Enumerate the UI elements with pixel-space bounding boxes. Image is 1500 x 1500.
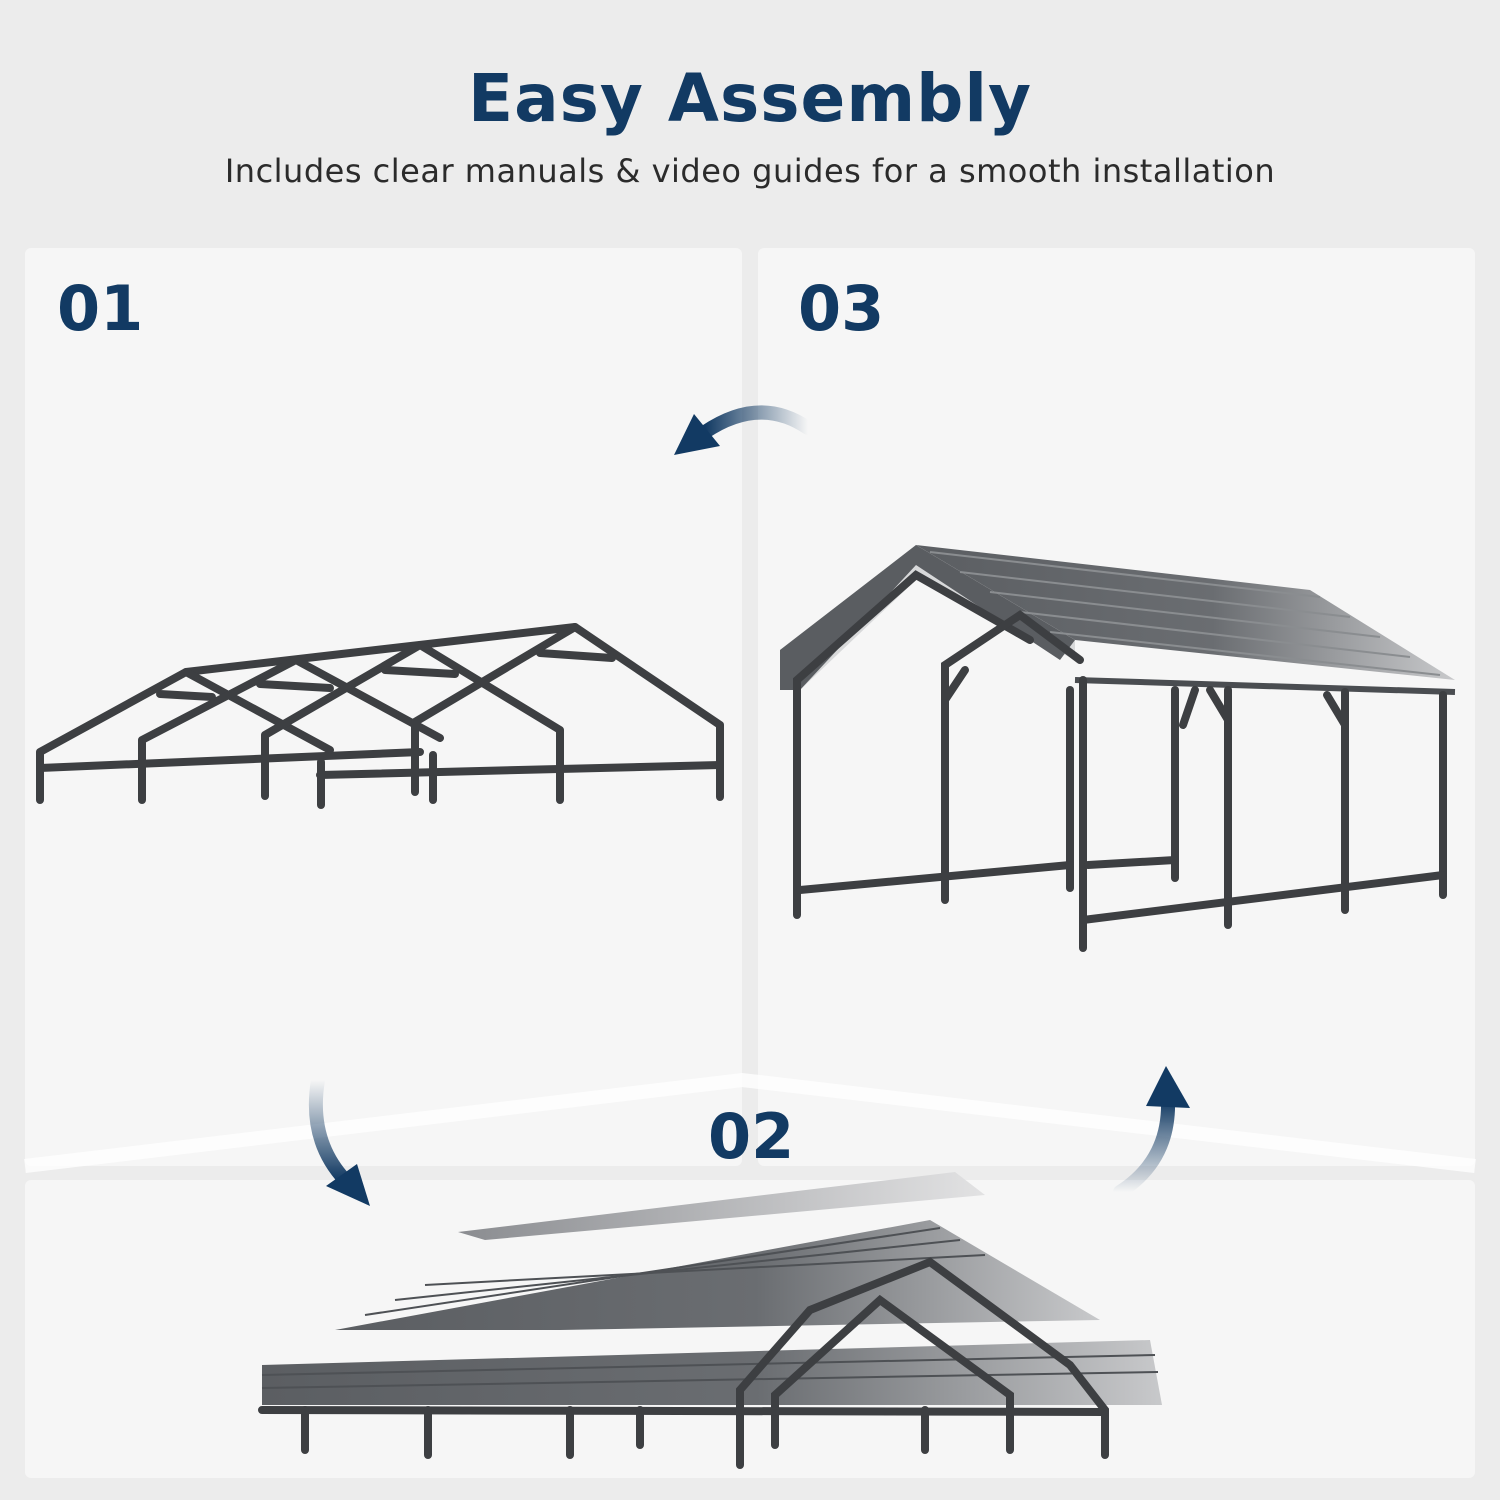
step-panel-3	[758, 248, 1475, 1166]
page-subtitle: Includes clear manuals & video guides fo…	[224, 152, 1276, 190]
curved-arrow-icon	[308, 1073, 370, 1206]
step-number-2: 02	[708, 1100, 795, 1173]
roof-install-illustration	[258, 1172, 1162, 1469]
step-panel-2	[25, 1180, 1475, 1478]
step-number-3: 03	[798, 272, 885, 345]
curved-arrow-icon	[1113, 1066, 1190, 1199]
curved-arrow-icon	[674, 405, 815, 455]
page-title: Easy Assembly	[468, 60, 1032, 137]
step-number-1: 01	[57, 272, 144, 345]
header: Easy Assembly Includes clear manuals & v…	[0, 0, 1500, 240]
frame-illustration	[36, 623, 724, 809]
carport-illustration	[780, 545, 1456, 952]
